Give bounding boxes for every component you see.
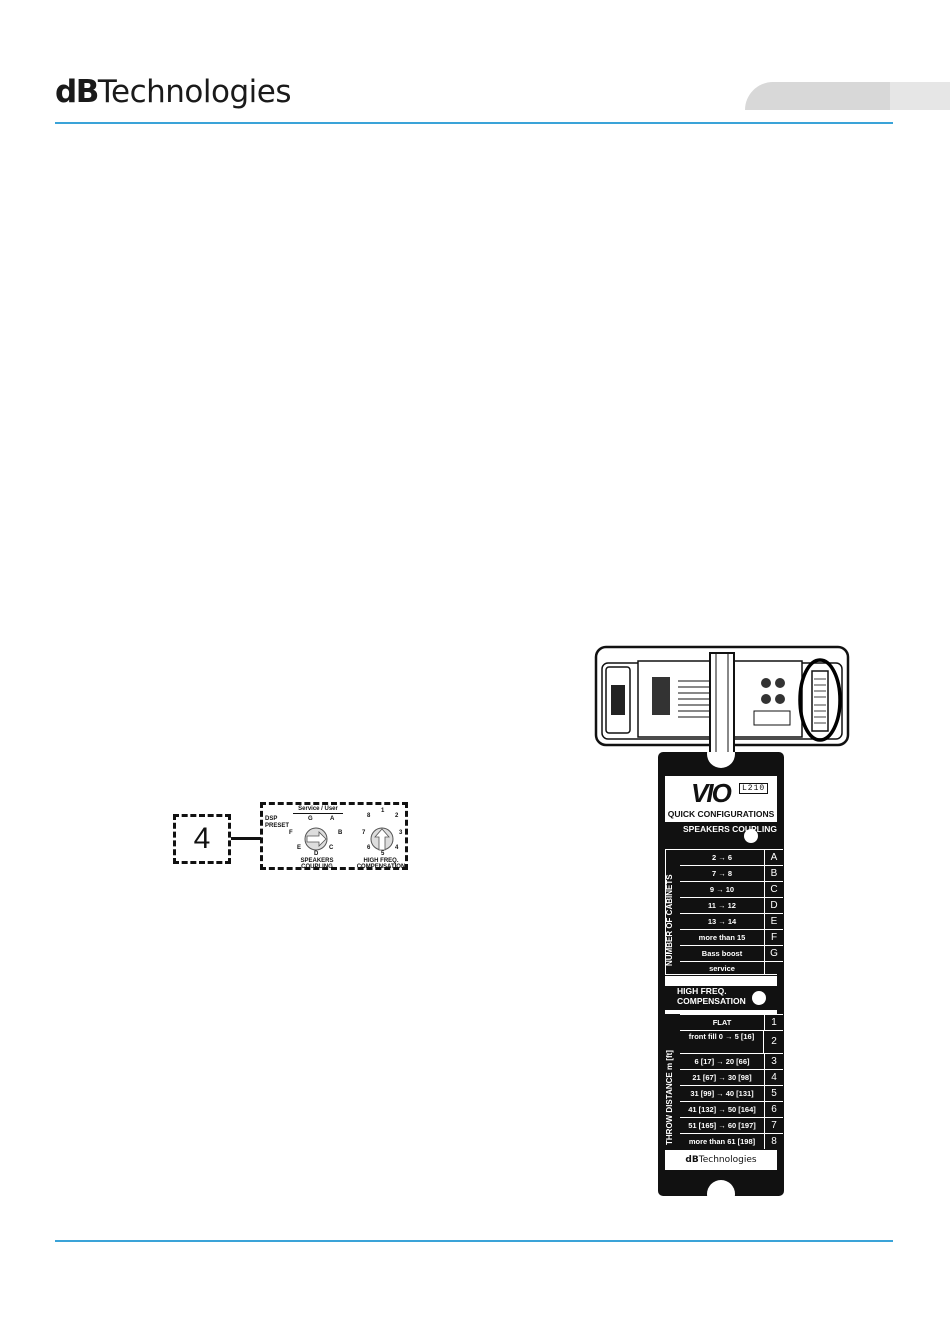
service-user-label: Service / User (293, 806, 343, 814)
high-freq-compensation-knob-icon (370, 827, 394, 851)
hf-pos-6: 6 (367, 845, 371, 851)
coupling-row-key: C (770, 884, 778, 895)
hf-row-range: FLAT (680, 1015, 765, 1030)
hf-row-key: 1 (771, 1017, 777, 1028)
high-freq-compensation-label: HIGH FREQ. COMPENSATION (356, 858, 406, 870)
coupling-row: more than 15 F (680, 929, 783, 945)
brand-logo-rest: Technologies (97, 74, 292, 110)
coupling-row-key (766, 962, 782, 977)
card-footer-logo-bold: dB (685, 1155, 699, 1165)
hf-pos-4: 4 (395, 845, 399, 851)
coupling-row: 13 → 14 E (680, 913, 783, 929)
section-gap-2 (665, 1010, 777, 1014)
coupling-row-key: D (770, 900, 778, 911)
coupling-pos-f: F (289, 830, 293, 836)
dsp-preset-diagram: 4 DSP PRESET Service / User G A F B E C … (170, 800, 410, 872)
coupling-row: 9 → 10 C (680, 881, 783, 897)
quick-configurations-card: VIO L210 QUICK CONFIGURATIONS SPEAKERS C… (658, 752, 784, 1196)
hf-row: 31 [99] → 40 [131] 5 (680, 1085, 783, 1101)
brand-logo: dBTechnologies (55, 74, 291, 110)
vio-logo: VIO (691, 778, 732, 808)
hf-row: 6 [17] → 20 [66] 3 (680, 1053, 783, 1069)
coupling-row-key: F (770, 932, 778, 943)
hf-row-range: 41 [132] → 50 [164] (680, 1102, 765, 1117)
hf-row-key: 5 (771, 1088, 777, 1099)
coupling-pos-b: B (338, 830, 343, 836)
hf-row-key: 2 (771, 1036, 777, 1047)
hf-pos-5: 5 (381, 851, 385, 857)
coupling-row-range: more than 15 (680, 930, 765, 945)
callout-number-box: 4 (173, 814, 231, 864)
hf-row-range: more than 61 [198] (680, 1134, 765, 1149)
coupling-row-range: 7 → 8 (680, 866, 765, 881)
coupling-row: 2 → 6 A (680, 849, 783, 865)
card-bottom-notch (707, 1180, 735, 1196)
hf-row: 41 [132] → 50 [164] 6 (680, 1101, 783, 1117)
card-top-notch (707, 752, 735, 768)
hf-row-key: 8 (771, 1136, 777, 1147)
card-footer-logo-rest: Technologies (698, 1155, 757, 1165)
coupling-pos-d: D (314, 851, 319, 857)
coupling-row: Bass boost G (680, 945, 783, 961)
coupling-table (666, 850, 782, 974)
brand-logo-bold: dB (55, 74, 99, 110)
card-title-block: VIO L210 QUICK CONFIGURATIONS (665, 776, 777, 822)
coupling-pos-g: G (308, 816, 313, 822)
speakers-coupling-header: SPEAKERS COUPLING (665, 824, 777, 845)
hf-row: 51 [165] → 60 [197] 7 (680, 1117, 783, 1133)
throw-distance-label: THROW DISTANCE m [ft] (665, 1050, 674, 1145)
hf-row-key: 7 (771, 1120, 777, 1131)
model-label: L210 (739, 783, 769, 794)
coupling-row-range: 11 → 12 (680, 898, 765, 913)
hf-row-key: 4 (771, 1072, 777, 1083)
header-rule (55, 122, 893, 124)
loudspeaker-rear-illustration (594, 645, 850, 754)
hf-row: 21 [67] → 30 [98] 4 (680, 1069, 783, 1085)
hf-pos-7: 7 (362, 830, 366, 836)
coupling-row: service (680, 961, 783, 975)
hf-pos-8: 8 (367, 813, 371, 819)
coupling-row: 7 → 8 B (680, 865, 783, 881)
hf-pos-2: 2 (395, 813, 399, 819)
coupling-knob-icon (744, 829, 758, 843)
coupling-row-key: B (770, 868, 778, 879)
dsp-preset-panel: DSP PRESET Service / User G A F B E C D … (260, 802, 408, 870)
coupling-row-range: 13 → 14 (680, 914, 765, 929)
coupling-row-range: 9 → 10 (680, 882, 765, 897)
coupling-pos-c: C (329, 845, 334, 851)
hf-row-key: 6 (771, 1104, 777, 1115)
hf-row-range: front fill 0 → 5 [16] (680, 1031, 764, 1053)
hf-row: front fill 0 → 5 [16] 2 (680, 1030, 783, 1053)
hf-row-range: 21 [67] → 30 [98] (680, 1070, 765, 1085)
hf-row-key: 3 (771, 1056, 777, 1067)
quick-configurations-title: QUICK CONFIGURATIONS (667, 809, 775, 819)
coupling-pos-a: A (330, 816, 335, 822)
dsp-preset-label: DSP PRESET (265, 816, 290, 829)
hf-knob-icon (752, 991, 766, 1005)
callout-connector (231, 837, 261, 840)
hf-row: more than 61 [198] 8 (680, 1133, 783, 1149)
coupling-row-range: Bass boost (680, 946, 765, 961)
coupling-pos-e: E (297, 845, 302, 851)
coupling-row: 11 → 12 D (680, 897, 783, 913)
coupling-row-range: service (680, 962, 765, 975)
hf-row-range: 31 [99] → 40 [131] (680, 1086, 765, 1101)
coupling-row-key: G (770, 948, 778, 959)
speakers-coupling-label: SPEAKERS COUPLING (300, 858, 334, 870)
number-of-cabinets-label: NUMBER OF CABINETS (665, 874, 674, 966)
high-freq-compensation-header: HIGH FREQ. COMPENSATION (665, 986, 777, 1009)
hf-row: FLAT 1 (680, 1014, 783, 1030)
hf-row-range: 51 [165] → 60 [197] (680, 1118, 765, 1133)
hf-pos-1: 1 (381, 808, 385, 814)
page-tab-decoration (745, 82, 950, 110)
coupling-row-key: E (770, 916, 778, 927)
hf-row-range: 6 [17] → 20 [66] (680, 1054, 765, 1069)
footer-rule (55, 1240, 893, 1242)
coupling-row-key: A (770, 852, 778, 863)
section-gap (665, 976, 777, 986)
card-footer-logo: dBTechnologies (665, 1150, 777, 1170)
coupling-row-range: 2 → 6 (680, 850, 765, 865)
speakers-coupling-knob-icon (304, 827, 328, 851)
hf-pos-3: 3 (399, 830, 403, 836)
